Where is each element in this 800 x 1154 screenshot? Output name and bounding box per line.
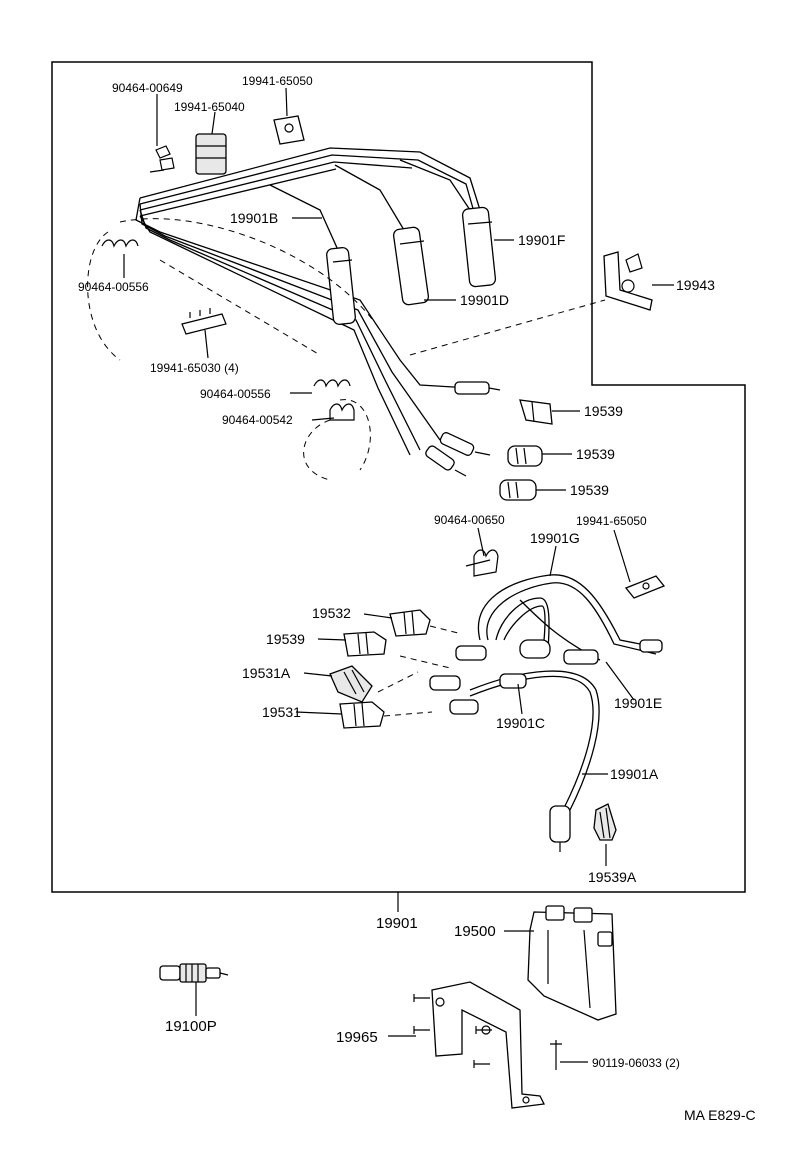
label-19539-c: 19539 <box>570 482 609 498</box>
label-19941-65050-mid: 19941-65050 <box>576 514 647 528</box>
label-19901G: 19901G <box>530 530 580 546</box>
clip-90464-00556-a <box>101 239 139 248</box>
clip-90464-00542 <box>329 403 355 421</box>
label-19531: 19531 <box>262 704 301 720</box>
assembly-boundary <box>51 61 746 893</box>
cap-19539-a <box>519 399 553 425</box>
cap-19531A <box>329 665 373 703</box>
label-90464-00556-b: 90464-00556 <box>200 387 271 401</box>
label-19941-65030: 19941-65030 (4) <box>150 361 239 375</box>
cam-cover-outlines <box>87 218 606 481</box>
cap-19539A <box>593 803 617 841</box>
harness-terminals-upper <box>425 381 501 477</box>
label-19901D: 19901D <box>460 292 509 308</box>
boot-19901F <box>461 206 497 288</box>
label-19539-d: 19539 <box>266 631 305 647</box>
label-19539A: 19539A <box>588 869 637 885</box>
clip-90464-00556-b <box>313 379 351 388</box>
label-90464-00649: 90464-00649 <box>112 81 183 95</box>
upper-harness <box>135 147 481 456</box>
label-90464-00556-a: 90464-00556 <box>78 280 149 294</box>
label-90119-06033: 90119-06033 (2) <box>592 1056 680 1070</box>
label-19539-a: 19539 <box>584 403 623 419</box>
ignition-coil-19500 <box>527 905 617 1021</box>
cap-19531 <box>339 701 385 729</box>
label-19943: 19943 <box>676 277 715 293</box>
clamp-19941-65050-top <box>273 115 305 145</box>
label-19500: 19500 <box>454 923 496 940</box>
label-19901F: 19901F <box>518 232 565 248</box>
label-19941-65050-top: 19941-65050 <box>242 74 313 88</box>
lower-dashes <box>377 625 463 717</box>
label-90464-00650: 90464-00650 <box>434 513 505 527</box>
clip-90464-00650 <box>465 549 499 577</box>
boot-19901B <box>326 247 356 325</box>
label-19539-b: 19539 <box>576 446 615 462</box>
label-19901A: 19901A <box>610 766 659 782</box>
part-labels: 90464-00649 19941-65050 19941-65040 1990… <box>78 74 756 1123</box>
spark-plug-19100P <box>159 963 229 983</box>
bolts <box>413 994 562 1070</box>
clip-90464-00649 <box>149 145 175 173</box>
bracket-19943 <box>603 251 653 311</box>
boot-19901D <box>392 226 430 306</box>
label-19901B: 19901B <box>230 210 278 226</box>
cap-19539-c <box>499 479 537 501</box>
lower-terminals <box>429 639 663 852</box>
cap-19532 <box>389 609 431 637</box>
label-19901E: 19901E <box>614 695 662 711</box>
clamp-19941-65050-mid <box>624 575 666 599</box>
diagram-reference-code: MA E829-C <box>684 1107 756 1123</box>
clamp-19941-65040 <box>195 133 227 175</box>
label-19100P: 19100P <box>165 1018 217 1035</box>
label-19532: 19532 <box>312 605 351 621</box>
cap-19539-d <box>343 631 387 657</box>
leader-lines <box>123 87 674 1063</box>
clip-19941-65030 <box>181 308 227 335</box>
label-19901: 19901 <box>376 915 418 932</box>
label-19965: 19965 <box>336 1029 378 1046</box>
cap-19539-b <box>507 445 543 467</box>
label-19531A: 19531A <box>242 665 291 681</box>
label-90464-00542: 90464-00542 <box>222 413 293 427</box>
bracket-19965 <box>431 981 545 1109</box>
label-19901C: 19901C <box>496 715 545 731</box>
label-19941-65040: 19941-65040 <box>174 100 245 114</box>
